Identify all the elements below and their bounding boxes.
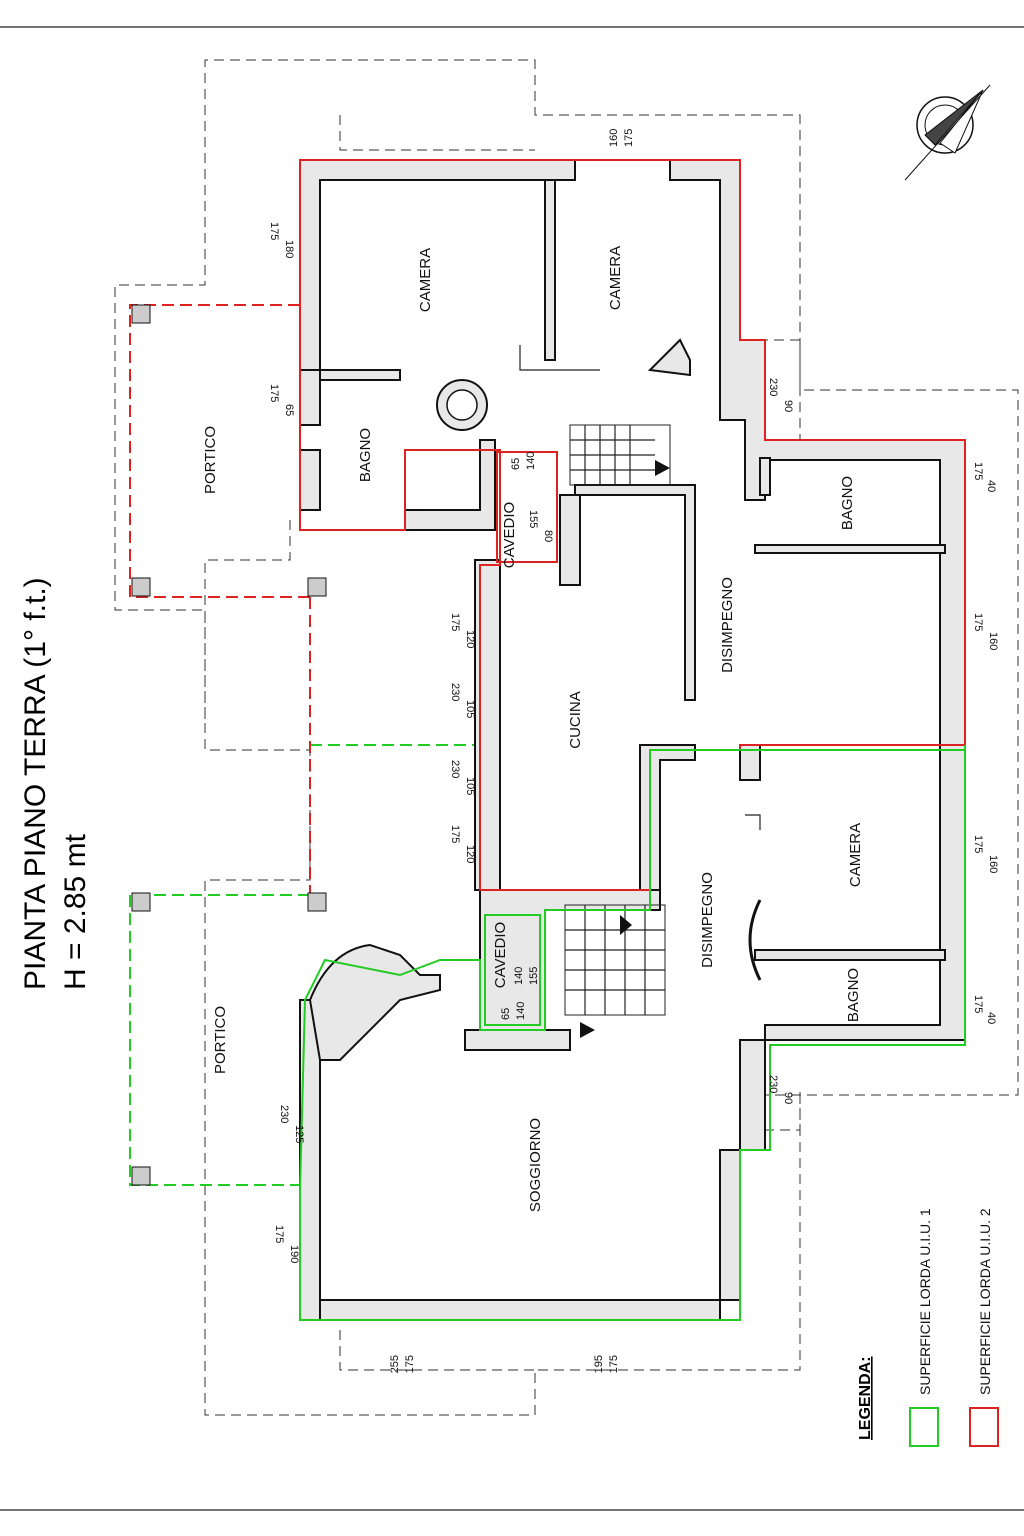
portico-upper: PORTICO [129,304,327,598]
room-label-cucina: CUCINA [567,691,584,749]
dim-label: 155 [527,510,539,528]
room-label-camera-3: CAMERA [847,823,864,887]
dim-label: 175 [608,1355,620,1373]
dim-label: 160 [987,855,999,873]
room-label-disimpegno-2: DISIMPEGNO [699,872,716,968]
north-arrow-icon [904,84,991,181]
dim-label: 175 [972,462,984,480]
roof-outline [114,59,1019,1416]
dim-label: 230 [767,1075,779,1093]
dim-label: 90 [782,1092,794,1104]
room-label-bagno-1: BAGNO [357,428,374,482]
dim-label: 230 [767,378,779,396]
portico-lower: PORTICO [129,597,480,1186]
stair-lower [564,904,666,1038]
dim-label: 175 [273,1225,285,1243]
room-label-camera-1: CAMERA [417,248,434,312]
dim-label: 80 [542,530,554,542]
room-label-bagno-3: BAGNO [845,968,862,1022]
dim-label: 65 [510,458,522,470]
legend-swatch-uiu-2 [969,1407,999,1447]
dim-label: 230 [278,1105,290,1123]
dim-label: 40 [985,480,997,492]
dim-label: 105 [464,777,476,795]
dim-label: 125 [293,1125,305,1143]
room-label-cavedio-1: CAVEDIO [501,502,518,568]
walls-unit-1 [299,744,966,1321]
room-label-camera-2: CAMERA [607,246,624,310]
dim-label: 175 [404,1355,416,1373]
dim-label: 65 [500,1008,512,1020]
cavedio-upper [496,451,558,563]
outline-uiu-1 [299,745,966,1321]
room-label-soggiorno: SOGGIORNO [527,1118,544,1212]
dim-label: 175 [623,129,635,147]
dim-label: 175 [268,222,280,240]
dim-label: 255 [389,1355,401,1373]
dim-label: 175 [268,384,280,402]
dimension-labels: 160 175 175 180 175 65 230 90 175 40 65 … [268,129,999,1374]
room-label-cavedio-2: CAVEDIO [492,922,509,988]
stair-upper [569,424,671,486]
dim-label: 120 [464,630,476,648]
dim-label: 190 [288,1245,300,1263]
legend: LEGENDA: SUPERFICIE LORDA U.I.U. 1 SUPER… [857,1208,999,1447]
dim-label: 230 [449,683,461,701]
room-label-portico-upper: PORTICO [202,426,219,494]
dim-label: 65 [283,404,295,416]
room-label-disimpegno-1: DISIMPEGNO [719,577,736,673]
cavedio-lower [484,914,541,1026]
room-label-portico-lower: PORTICO [212,1006,229,1074]
legend-item-uiu-1: SUPERFICIE LORDA U.I.U. 1 [917,1208,933,1395]
legend-title: LEGENDA: [857,1356,874,1440]
dim-label: 175 [449,613,461,631]
dim-label: 90 [782,400,794,412]
dim-label: 180 [283,240,295,258]
dim-label: 160 [608,129,620,147]
room-label-bagno-2: BAGNO [839,476,856,530]
dim-label: 160 [987,632,999,650]
dim-label: 155 [528,967,540,985]
dim-label: 40 [985,1012,997,1024]
dim-label: 230 [449,760,461,778]
dim-label: 140 [515,1002,527,1020]
legend-swatch-uiu-1 [909,1407,939,1447]
dim-label: 140 [513,967,525,985]
dim-label: 175 [972,995,984,1013]
plan-subtitle: H = 2.85 mt [59,833,92,990]
dim-label: 175 [972,835,984,853]
plan-title: PIANTA PIANO TERRA (1° f.t.) [19,577,52,990]
legend-item-uiu-2: SUPERFICIE LORDA U.I.U. 2 [977,1208,993,1395]
dim-label: 195 [593,1355,605,1373]
dim-label: 120 [464,845,476,863]
dim-label: 140 [525,452,537,470]
walls-unit-2 [299,159,966,901]
dim-label: 175 [972,613,984,631]
outline-uiu-2 [299,159,966,891]
dim-label: 105 [464,700,476,718]
dim-label: 175 [449,825,461,843]
